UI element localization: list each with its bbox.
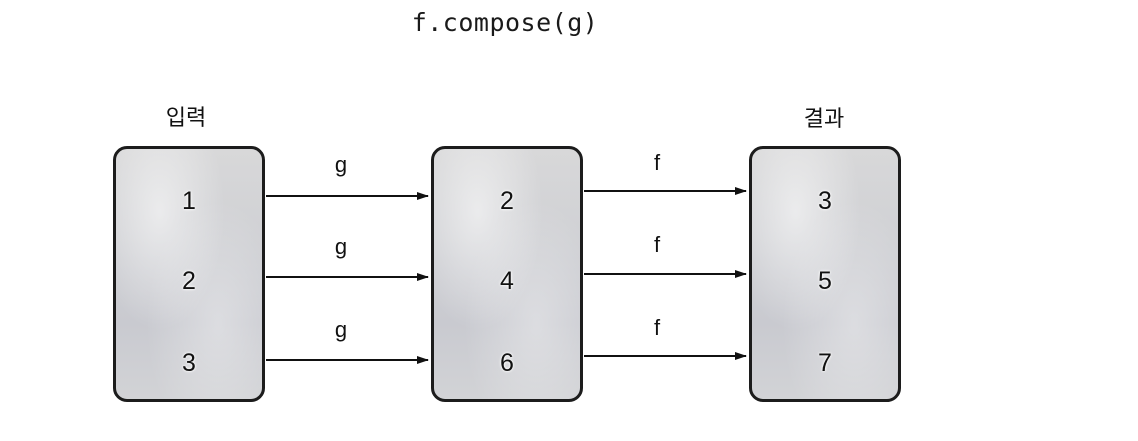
input-value: 2 bbox=[182, 267, 196, 295]
middle-value: 2 bbox=[500, 187, 514, 215]
input-label: 입력 bbox=[165, 106, 207, 131]
result-box: 3 5 7 bbox=[749, 146, 901, 402]
arrow-label-g: g bbox=[334, 317, 348, 342]
arrow-label-g: g bbox=[334, 234, 348, 259]
arrow-label-f: f bbox=[653, 150, 661, 175]
arrow-label-f: f bbox=[653, 232, 661, 257]
result-value: 5 bbox=[818, 267, 832, 295]
input-value: 3 bbox=[182, 349, 196, 377]
middle-value: 6 bbox=[500, 349, 514, 377]
arrow-label-f: f bbox=[653, 315, 661, 340]
middle-box: 2 4 6 bbox=[431, 146, 583, 402]
result-value: 7 bbox=[818, 349, 832, 377]
input-box: 1 2 3 bbox=[113, 146, 265, 402]
result-value: 3 bbox=[818, 187, 832, 215]
result-label: 결과 bbox=[803, 107, 845, 132]
arrow-label-g: g bbox=[334, 152, 348, 177]
input-value: 1 bbox=[182, 187, 196, 215]
diagram-title: f.compose(g) bbox=[411, 8, 599, 37]
middle-value: 4 bbox=[500, 267, 514, 295]
